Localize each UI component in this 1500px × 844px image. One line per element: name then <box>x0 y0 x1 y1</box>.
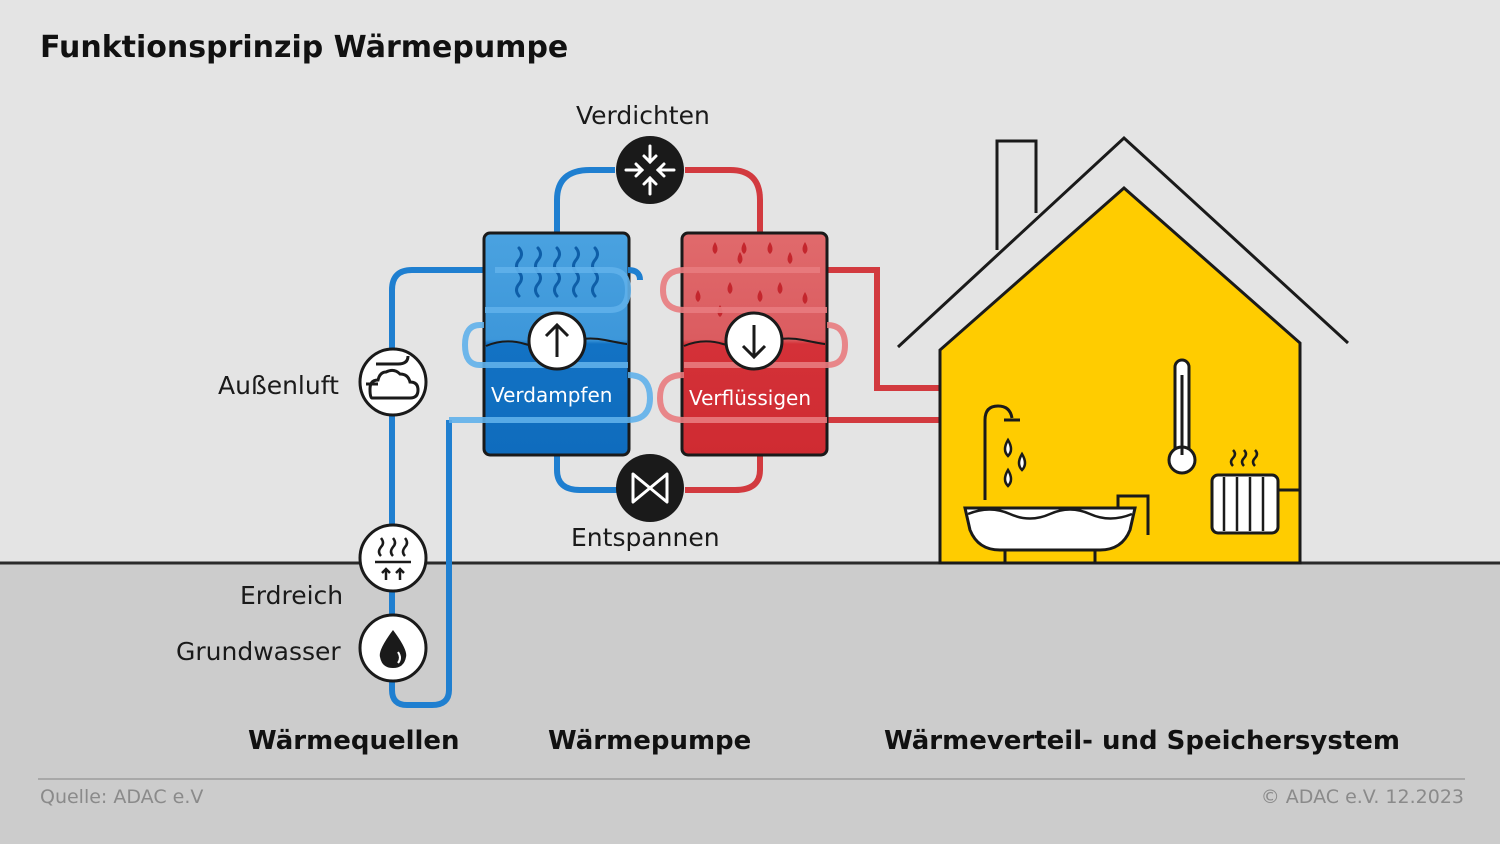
evaporate-label: Verdampfen <box>491 383 613 407</box>
source-loop-pipe <box>389 267 495 708</box>
footer-divider <box>38 778 1465 780</box>
soil-source-label: Erdreich <box>240 581 344 610</box>
expand-label: Entspannen <box>571 523 720 552</box>
arrow-up-icon <box>527 311 587 371</box>
expansion-valve-icon <box>616 454 684 522</box>
shower-icon <box>983 404 1027 500</box>
condensation-droplets <box>695 242 808 317</box>
condense-label: Verflüssigen <box>689 386 812 410</box>
radiator-icon <box>1210 449 1300 535</box>
page-title: Funktionsprinzip Wärmepumpe <box>40 30 569 65</box>
compress-icon <box>616 136 684 204</box>
arrow-down-icon <box>724 311 784 371</box>
air-source-label: Außenluft <box>218 371 339 400</box>
section-distribution: Wärmeverteil- und Speichersystem <box>884 726 1400 756</box>
thermometer-icon <box>1167 358 1197 475</box>
section-heat-sources: Wärmequellen <box>248 726 460 756</box>
footer-copyright: © ADAC e.V. 12.2023 <box>1260 786 1464 808</box>
cloud-wind-icon <box>358 347 428 417</box>
footer-source: Quelle: ADAC e.V <box>40 786 204 808</box>
compress-label: Verdichten <box>576 101 710 130</box>
house <box>896 135 1350 565</box>
bathtub-icon <box>963 494 1150 563</box>
ground-area <box>0 563 1500 844</box>
groundwater-source-label: Grundwasser <box>176 637 341 666</box>
ground-heat-icon <box>358 523 428 593</box>
heating-supply-pipe <box>820 267 940 391</box>
water-drop-icon <box>358 613 428 683</box>
section-heat-pump: Wärmepumpe <box>548 726 752 756</box>
